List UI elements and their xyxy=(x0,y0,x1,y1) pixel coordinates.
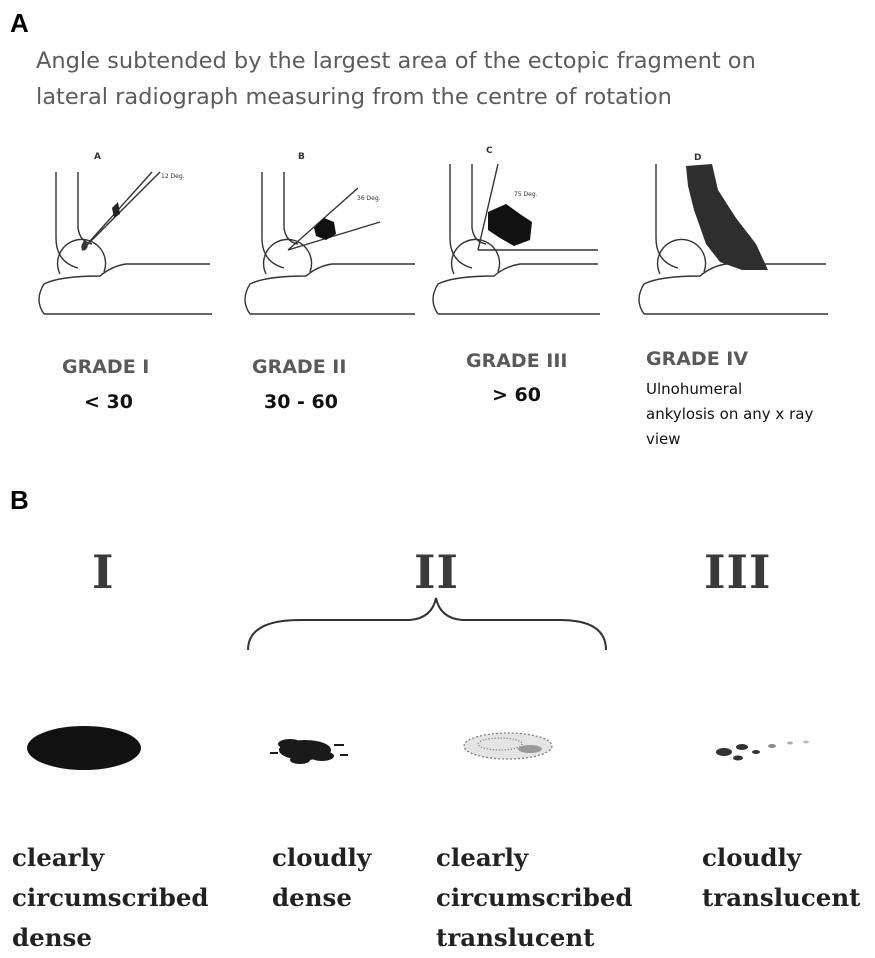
drawing-label-a: A xyxy=(94,152,101,162)
desc-2-line2: dense xyxy=(272,878,352,918)
grade-4-desc-line3: view xyxy=(646,428,681,451)
grade-4-desc-line2: ankylosis on any x ray xyxy=(646,403,813,426)
grade-1-value: < 30 xyxy=(84,391,133,413)
drawing-label-b: B xyxy=(298,152,305,162)
desc-1-line3: dense xyxy=(12,918,92,958)
class-ii-brace xyxy=(248,598,606,650)
grade-4-desc-line1: Ulnohumeral xyxy=(646,378,742,401)
panel-b-letter: B xyxy=(10,485,29,516)
desc-3-line2: circumscribed xyxy=(436,878,633,918)
blob-cloudly-translucent xyxy=(716,741,809,761)
blob-clearly-translucent xyxy=(464,733,552,759)
blob-clearly-dense xyxy=(27,726,141,770)
desc-1-line1: clearly xyxy=(12,838,104,878)
grade-2-value: 30 - 60 xyxy=(264,391,338,413)
desc-3-line3: translucent xyxy=(436,918,594,958)
elbow-drawing-a xyxy=(39,172,212,314)
class-i-label: I xyxy=(92,545,115,599)
class-iii-label: III xyxy=(704,545,772,599)
desc-1-line2: circumscribed xyxy=(12,878,209,918)
blob-cloudly-dense xyxy=(270,739,348,764)
grade-3-value: > 60 xyxy=(492,384,541,406)
desc-4-line2: translucent xyxy=(702,878,860,918)
desc-2-line1: cloudly xyxy=(272,838,371,878)
drawing-label-c: C xyxy=(486,146,493,156)
drawing-angle-a: 12 Deg. xyxy=(161,173,185,180)
drawing-angle-b: 36 Deg. xyxy=(357,195,381,202)
elbow-drawing-b xyxy=(245,172,415,314)
elbow-drawing-c xyxy=(433,164,600,314)
grade-4-label: GRADE IV xyxy=(646,348,748,370)
desc-4-line1: cloudly xyxy=(702,838,801,878)
drawing-angle-c: 75 Deg. xyxy=(514,191,538,198)
desc-3-line1: clearly xyxy=(436,838,528,878)
class-ii-label: II xyxy=(414,545,459,599)
elbow-drawing-d xyxy=(639,164,828,314)
drawing-label-d: D xyxy=(694,153,701,163)
grade-3-label: GRADE III xyxy=(466,350,568,372)
grade-2-label: GRADE II xyxy=(252,356,346,378)
grade-1-label: GRADE I xyxy=(62,356,149,378)
